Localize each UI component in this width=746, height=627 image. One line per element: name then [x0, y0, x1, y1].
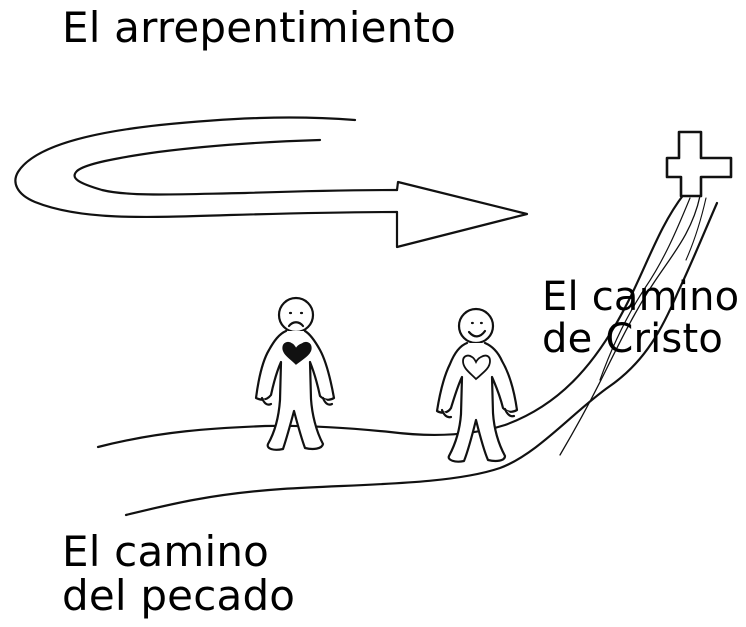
- black-heart-icon: [283, 343, 311, 364]
- outline-heart-icon: [463, 356, 490, 379]
- christ-path-label-line-1: El camino: [542, 274, 740, 320]
- christ-path-label-line-2: de Cristo: [542, 316, 723, 362]
- sin-path-label-line-1: El camino: [62, 527, 270, 576]
- sad-person-icon: [256, 298, 334, 450]
- cross-icon: [667, 132, 731, 196]
- road-paths: [98, 194, 717, 515]
- sin-path-label: El camino del pecado: [62, 527, 296, 621]
- christ-path-label: El camino de Cristo: [542, 276, 739, 360]
- u-turn-arrow-icon: [15, 118, 527, 247]
- diagram-title: El arrepentimiento: [62, 3, 457, 52]
- happy-person-icon: [437, 309, 517, 462]
- sin-path-label-line-2: del pecado: [62, 571, 296, 621]
